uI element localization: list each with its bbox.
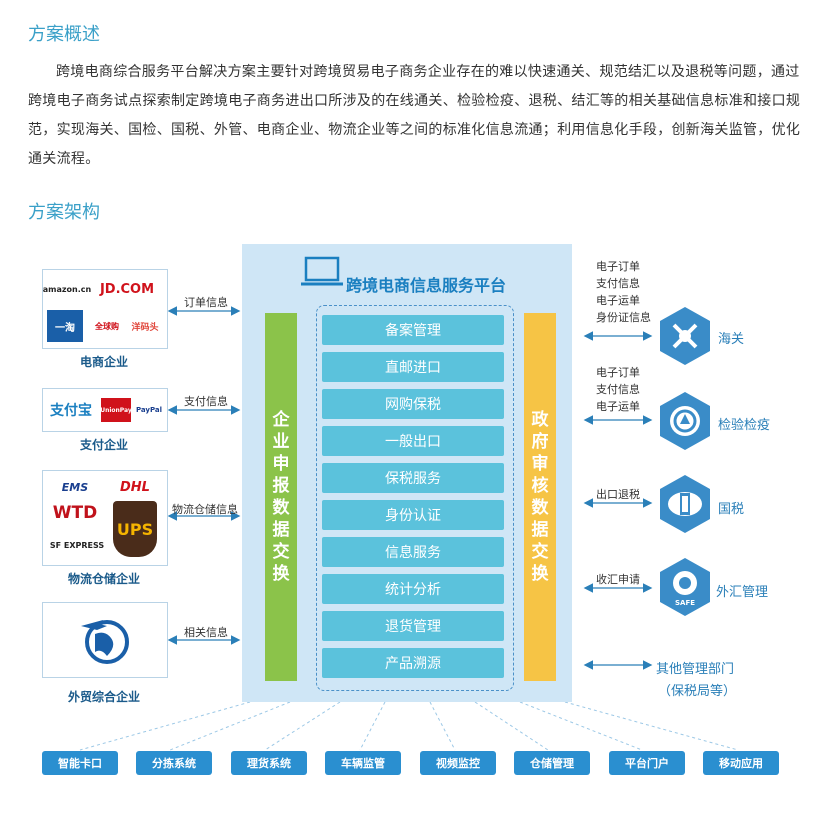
customs-icon [658, 305, 712, 367]
overview-title: 方案概述 [28, 24, 100, 45]
unionpay-logo: UnionPay [100, 398, 132, 422]
other-dept-label: 其他管理部门 [656, 662, 735, 677]
system-portal[interactable]: 平台门户 [609, 751, 685, 775]
system-mobile[interactable]: 移动应用 [703, 751, 779, 775]
dhl-logo: DHL [120, 479, 150, 495]
ecommerce-logos: amazon.cn JD.COM 一淘 全球购 洋码头 [42, 269, 168, 349]
system-warehouse[interactable]: 仓储管理 [514, 751, 590, 775]
safe-icon-text: SAFE [674, 599, 696, 607]
tax-flow-label: 出口退税 [596, 488, 640, 501]
module-bonded-service[interactable]: 保税服务 [322, 463, 504, 493]
other-dept-sublabel: （保税局等） [658, 684, 737, 699]
ciq-label: 检验检疫 [718, 418, 771, 433]
ups-logo: UPS [113, 501, 157, 557]
trade-logos [42, 602, 168, 678]
wtd-logo: WTD [52, 503, 98, 523]
architecture-title: 方案架构 [28, 202, 100, 223]
trade-label: 外贸综合企业 [67, 690, 140, 704]
etao-logo: 一淘 [47, 310, 83, 342]
customs-label: 海关 [718, 332, 745, 347]
ciq-flow-labels: 电子订单 支付信息 电子运单 [596, 366, 640, 413]
system-sorting[interactable]: 分拣系统 [136, 751, 212, 775]
module-identity[interactable]: 身份认证 [322, 500, 504, 530]
module-statistics[interactable]: 统计分析 [322, 574, 504, 604]
order-info-label: 订单信息 [184, 296, 228, 309]
payment-logos: 支付宝 UnionPay PayPal [42, 388, 168, 432]
module-bonded-online[interactable]: 网购保税 [322, 389, 504, 419]
logistics-info-label: 物流仓储信息 [172, 503, 238, 516]
system-vehicle[interactable]: 车辆监管 [325, 751, 401, 775]
system-smart-gate[interactable]: 智能卡口 [42, 751, 118, 775]
platform-title: 跨境电商信息服务平台 [346, 276, 507, 295]
module-filing[interactable]: 备案管理 [322, 315, 504, 345]
overview-paragraph: 跨境电商综合服务平台解决方案主要针对跨境贸易电子商务企业存在的难以快速通关、规范… [28, 64, 801, 167]
jd-logo: JD.COM [99, 281, 155, 297]
module-info-service[interactable]: 信息服务 [322, 537, 504, 567]
sf-express-logo: SF EXPRESS [49, 540, 105, 550]
tax-label: 国税 [718, 502, 745, 517]
safe-icon: SAFE [658, 556, 712, 618]
logistics-label: 物流仓储企业 [67, 572, 140, 586]
enterprise-exchange-bar: 企业 申报 数据 交换 [265, 313, 297, 681]
payment-info-label: 支付信息 [184, 395, 228, 408]
alipay-logo: 支付宝 [50, 403, 92, 419]
ciq-icon [658, 390, 712, 452]
logistics-logos: EMS DHL WTD UPS SF EXPRESS [42, 470, 168, 566]
module-general-export[interactable]: 一般出口 [322, 426, 504, 456]
amazon-logo: amazon.cn [42, 284, 92, 294]
tax-icon [658, 473, 712, 535]
global-buy-logo: 全球购 [95, 321, 119, 331]
laptop-icon [300, 256, 344, 292]
paypal-logo: PayPal [135, 406, 163, 414]
module-returns[interactable]: 退货管理 [322, 611, 504, 641]
modules-group [316, 305, 514, 691]
module-traceability[interactable]: 产品溯源 [322, 648, 504, 678]
ems-logo: EMS [61, 480, 89, 494]
ecommerce-label: 电商企业 [79, 355, 128, 369]
system-video[interactable]: 视频监控 [420, 751, 496, 775]
globe-plane-icon [73, 611, 137, 669]
system-tally[interactable]: 理货系统 [231, 751, 307, 775]
customs-flow-labels: 电子订单 支付信息 电子运单 身份证信息 [596, 260, 651, 324]
safe-label: 外汇管理 [716, 585, 769, 600]
government-review-bar: 政府 审核 数据 交换 [524, 313, 556, 681]
module-direct-import[interactable]: 直邮进口 [322, 352, 504, 382]
related-info-label: 相关信息 [184, 626, 228, 639]
yangmatou-logo: 洋码头 [131, 322, 159, 333]
safe-flow-label: 收汇申请 [596, 573, 640, 586]
payment-label: 支付企业 [79, 438, 128, 452]
